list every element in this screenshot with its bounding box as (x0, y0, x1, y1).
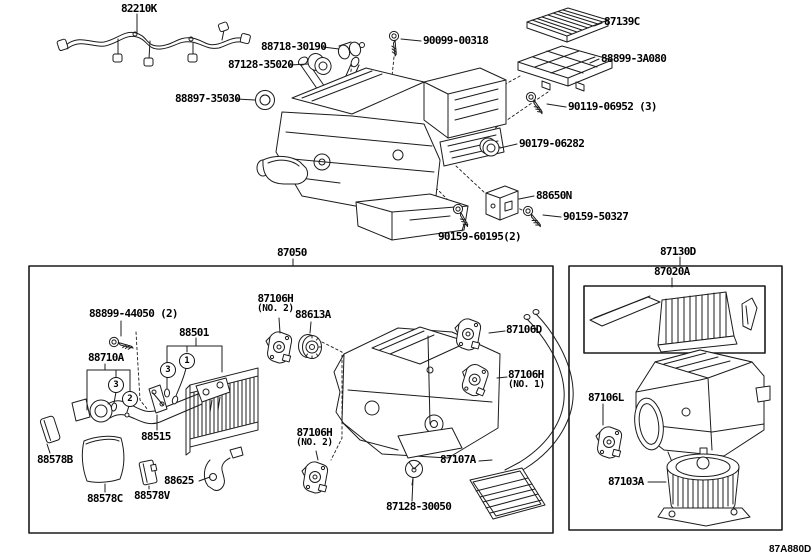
leader-lines (46, 13, 681, 502)
clamp-88625-drawing (203, 446, 244, 491)
part-label-clamp: 88718-30190 (261, 40, 327, 53)
part-label-grommet-b: 88897-35030 (175, 92, 241, 105)
box-87050 (28, 265, 554, 534)
part-label-screw-top: 90099-00318 (423, 34, 489, 47)
callout-3-evap: 3 (160, 362, 176, 378)
part-label-servo-no1: 87106H (NO. 1) (508, 369, 545, 390)
part-label-tube: 88710A (88, 351, 124, 364)
servo-87106H-no2-lower-drawing (301, 461, 329, 494)
grommet-87128-drawing (307, 53, 332, 75)
hvac-housing-lower-drawing (333, 326, 501, 459)
part-code: 87106H (257, 292, 294, 305)
part-label-amplifier: 88650N (536, 189, 572, 202)
part-label-heater-core: 87107A (440, 453, 476, 466)
part-label-clamp-625: 88625 (164, 474, 194, 487)
part-label-blower-motor: 87103A (608, 475, 644, 488)
wiring-harness-drawing (56, 21, 251, 67)
heater-core-drawing (469, 309, 574, 520)
part-label-grommet-c: 90179-06282 (519, 137, 585, 150)
amplifier-drawing (485, 185, 519, 221)
clamp-88718-drawing (337, 41, 365, 60)
part-label-servo-l: 87106L (588, 391, 624, 404)
part-code: 87106H (296, 426, 333, 439)
oring-callout-details (110, 367, 187, 418)
part-label-screw-amp: 90159-50327 (563, 210, 629, 223)
part-label-pad-b: 88578B (37, 453, 73, 466)
pad-88578V-drawing (138, 459, 158, 486)
part-label-evaporator: 88501 (179, 326, 209, 339)
screw-90159-50327-drawing (519, 204, 547, 228)
part-label-screw-unit: 90159-60195(2) (438, 230, 522, 243)
part-code: 87106H (508, 368, 544, 381)
tube-assy-drawing (71, 377, 231, 425)
servo-87106L-drawing (595, 426, 623, 459)
figure-code: 87A880D (769, 544, 811, 555)
cabin-filter-drawing (526, 7, 609, 43)
screw-90099-drawing (382, 29, 409, 57)
filter-case-drawing (517, 45, 613, 92)
part-label-screw-case: 90119-06952 (3) (568, 100, 658, 113)
blower-housing-drawing (634, 349, 771, 467)
part-label-inlet-assy: 87020A (654, 265, 690, 278)
part-label-screw-pipe: 88899-44050 (2) (89, 307, 179, 320)
inlet-damper-drawing (589, 291, 758, 353)
pad-88578B-drawing (39, 415, 61, 444)
grommet-88897-drawing (255, 90, 275, 110)
part-label-gear: 88613A (295, 308, 331, 321)
cover-88578C-drawing (81, 435, 125, 483)
part-label-grommet-drain: 87128-30050 (386, 500, 452, 513)
blower-motor-drawing (657, 447, 751, 527)
part-label-cover-c: 88578C (87, 492, 123, 505)
box-87020A (583, 285, 766, 354)
grommet-90179-drawing (479, 137, 500, 157)
box-87130D (568, 265, 783, 531)
hvac-unit-drawing (256, 56, 507, 241)
servo-87106D-drawing (454, 318, 482, 351)
part-label-servo-no2-upper: 87106H (NO. 2) (257, 293, 294, 314)
bracket-88515-drawing (148, 384, 168, 414)
callout-1-evap: 1 (179, 353, 195, 369)
part-label-servo-no2-lower: 87106H (NO. 2) (296, 427, 333, 448)
callout-2-tube: 2 (122, 391, 138, 407)
part-label-filter-case: 88899-3A080 (601, 52, 667, 65)
part-label-filter: 87139C (604, 15, 640, 28)
servo-87106H-no2-upper-drawing (265, 331, 293, 364)
part-label-bracket-515: 88515 (141, 430, 171, 443)
part-label-blower-assy: 87130D (660, 245, 696, 258)
grommet-87128-30050-drawing (405, 459, 423, 486)
section-boxes (28, 265, 783, 534)
part-note: (NO. 2) (296, 437, 333, 448)
callout-3-tube: 3 (108, 377, 124, 393)
screw-90119-drawing (521, 90, 549, 115)
part-label-unit-assy: 87050 (277, 246, 307, 259)
part-label-harness: 82210K (121, 2, 157, 15)
part-label-servo-d: 87106D (506, 323, 542, 336)
part-note: (NO. 1) (508, 379, 545, 390)
part-label-grommet-a: 87128-35020 (228, 58, 294, 71)
part-note: (NO. 2) (257, 303, 294, 314)
gear-88613A-drawing (298, 334, 322, 359)
part-label-pad-v: 88578V (134, 489, 170, 502)
